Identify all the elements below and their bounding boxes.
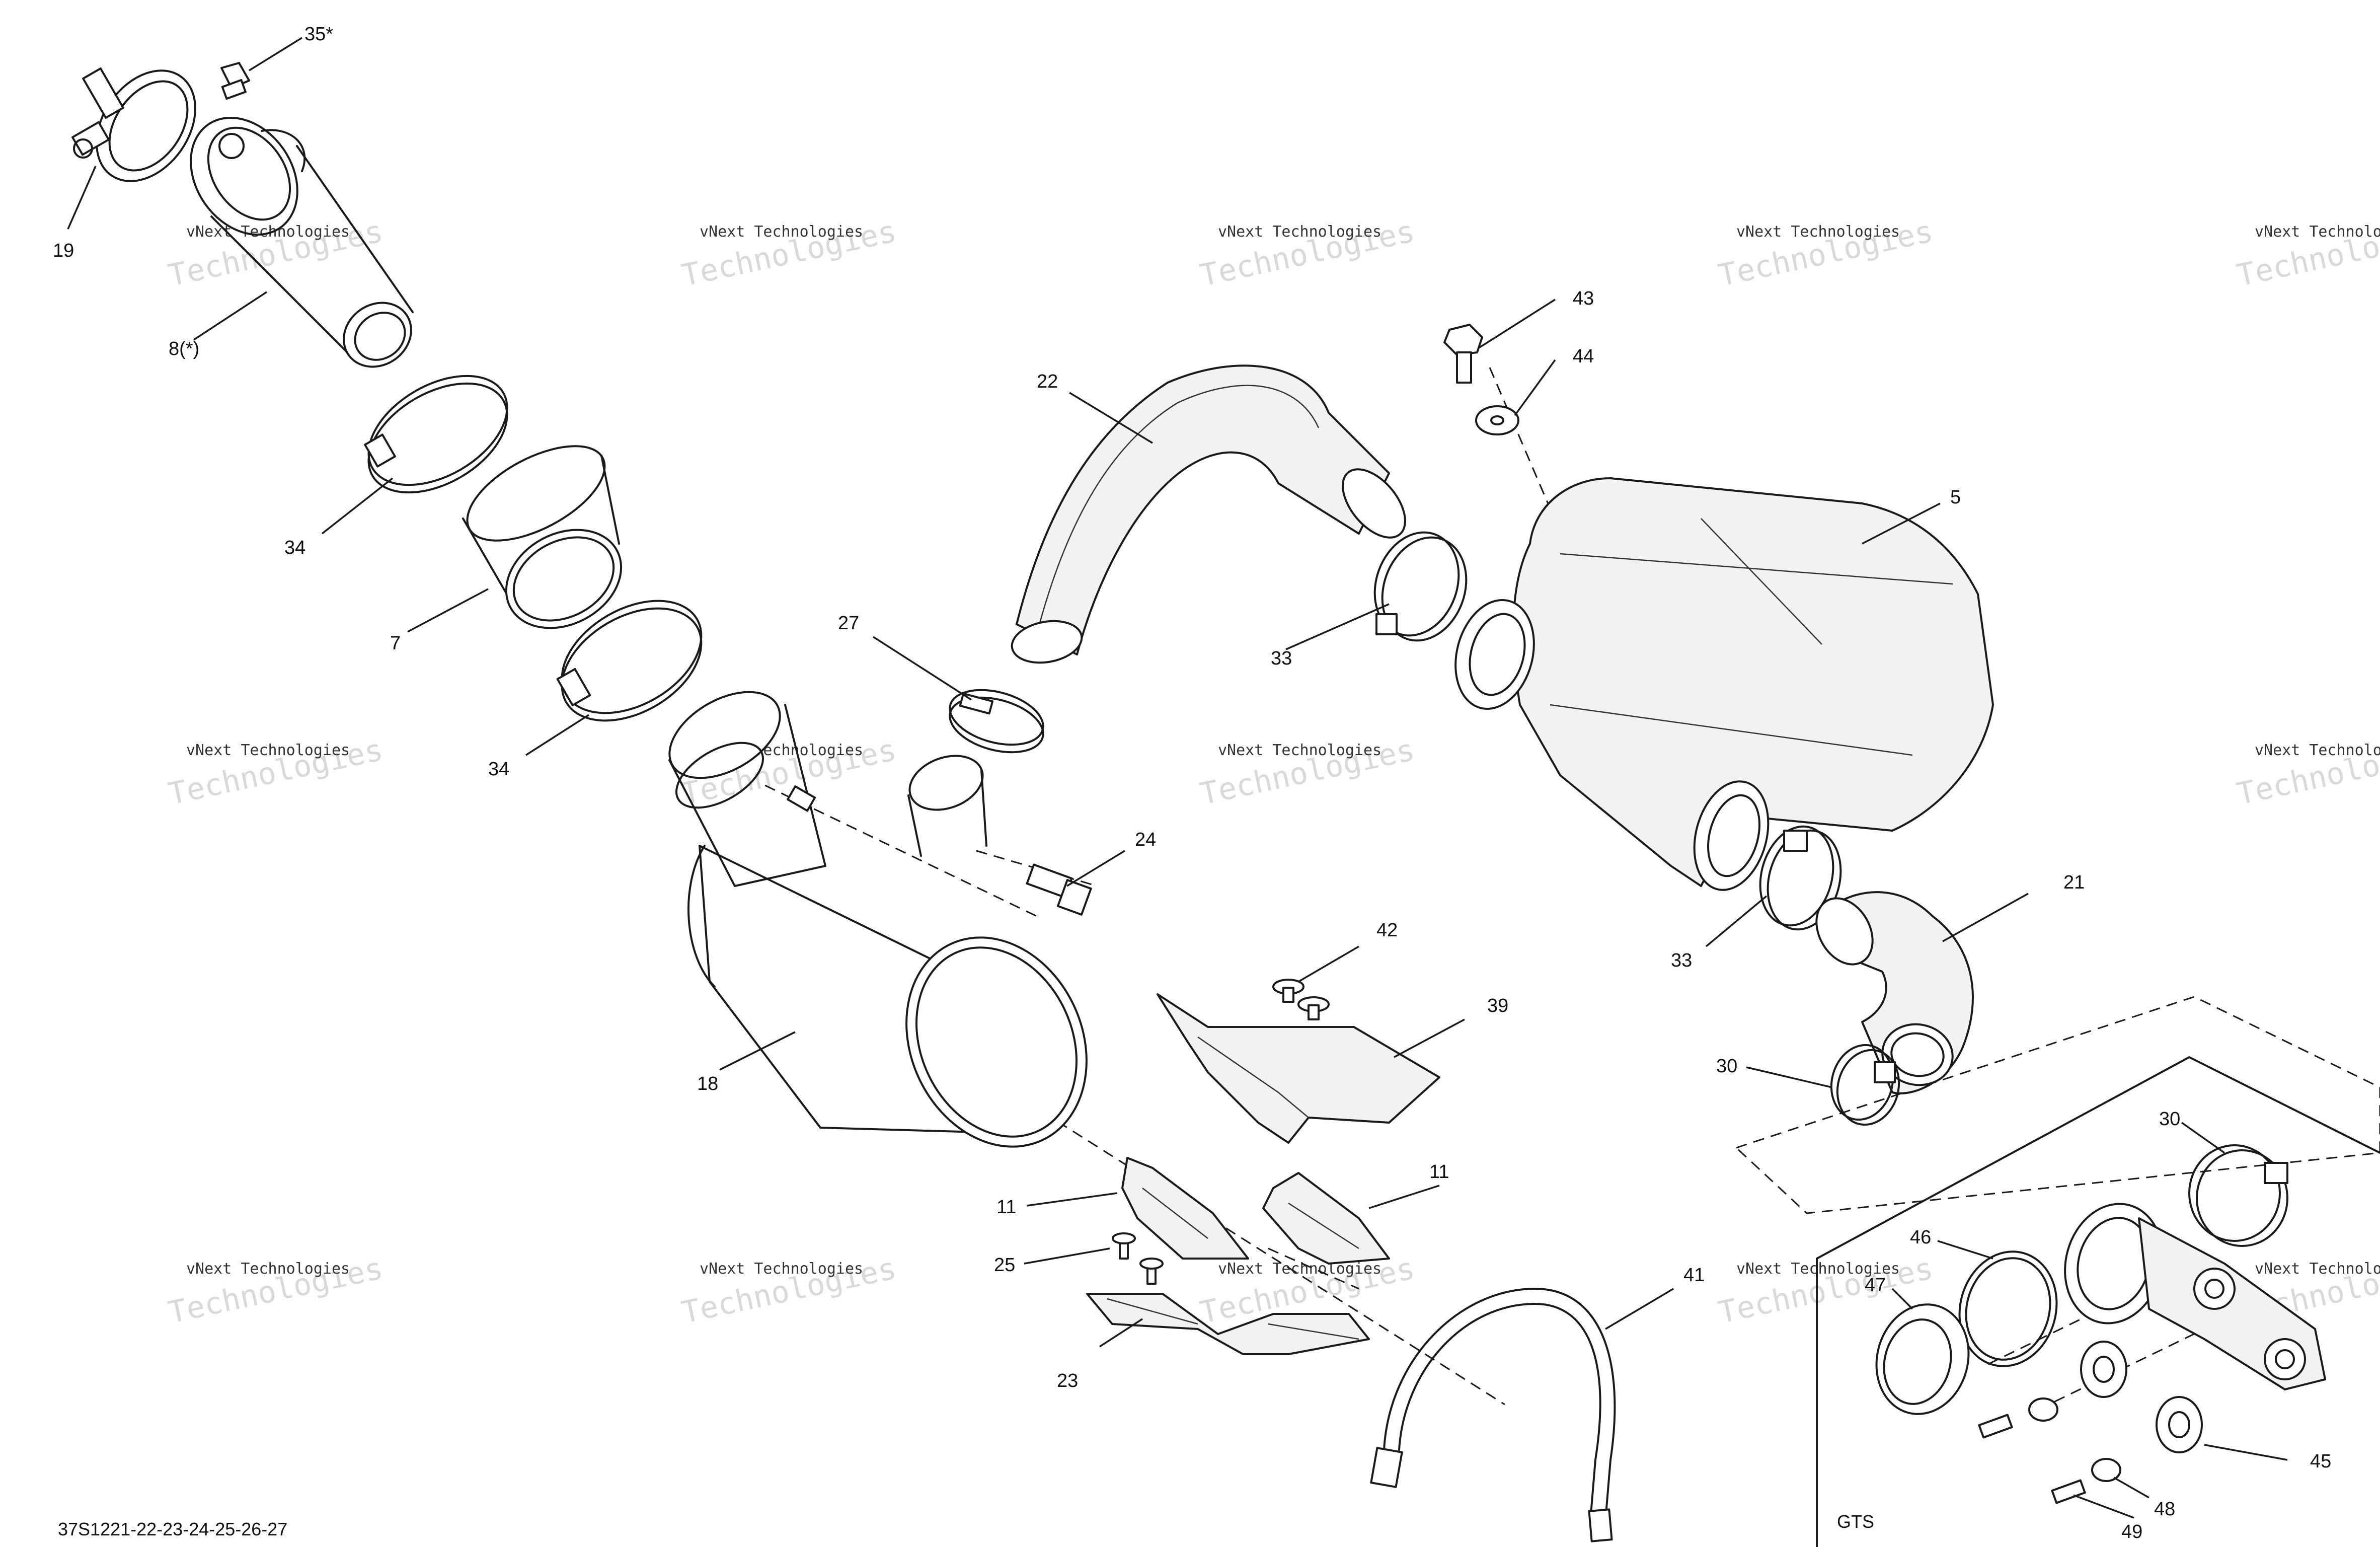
callout-30-right: 30 <box>2159 1109 2180 1130</box>
watermark: Technologies vNext Technologies <box>165 1251 386 1331</box>
callout-45: 45 <box>2310 1451 2331 1472</box>
part-48-washer <box>2028 1397 2121 1482</box>
callout-34-upper: 34 <box>284 537 305 558</box>
callout-11-right: 11 <box>1429 1161 1449 1183</box>
callout-24: 24 <box>1135 829 1156 850</box>
svg-text:vNext Technologies: vNext Technologies <box>1218 1260 1381 1278</box>
callout-25: 25 <box>994 1255 1015 1276</box>
callout-46: 46 <box>1910 1227 1931 1248</box>
callout-labels: 19 35* 8(*) 34 7 34 22 27 24 18 42 39 11… <box>53 24 2331 1542</box>
callout-48: 48 <box>2154 1499 2175 1520</box>
part-33-clamp-upper <box>1373 531 1468 642</box>
svg-text:vNext Technologies: vNext Technologies <box>1736 1260 1900 1278</box>
callout-33-upper: 33 <box>1271 648 1292 669</box>
part-34-clamp-upper <box>364 375 508 494</box>
part-8-front-pipe <box>190 117 414 368</box>
callout-42: 42 <box>1376 920 1398 941</box>
bushing-pair <box>2080 1341 2203 1453</box>
callout-22: 22 <box>1037 371 1058 392</box>
svg-text:vNext Technologies: vNext Technologies <box>186 742 350 759</box>
part-24-sensor <box>1026 863 1092 916</box>
part-44-washer <box>1475 405 1519 435</box>
callout-21: 21 <box>2063 872 2085 893</box>
callout-41: 41 <box>1683 1265 1705 1286</box>
part-30-clamp-left <box>1830 1044 1900 1126</box>
part-11-bracket-right <box>1262 1172 1390 1265</box>
watermark: Technologies vNext Technologies <box>1197 214 1418 294</box>
callout-47: 47 <box>1865 1275 1886 1296</box>
part-23-mounting-plate <box>1086 1293 1370 1355</box>
callout-43: 43 <box>1573 288 1594 309</box>
callout-44: 44 <box>1573 346 1594 367</box>
callout-39: 39 <box>1487 995 1508 1016</box>
part-5-silencer-housing <box>1454 477 1994 891</box>
watermark: Technologies vNext Technologies <box>678 1251 899 1331</box>
part-18-muffler <box>668 691 1088 1148</box>
watermark: Technologies vNext Technologies <box>1197 732 1418 813</box>
callout-19: 19 <box>53 240 74 261</box>
part-46-gasket <box>1958 1250 2058 1367</box>
callout-8: 8(*) <box>169 338 199 359</box>
part-7-sleeve <box>462 445 623 629</box>
part-30-clamp-right <box>2188 1144 2288 1247</box>
watermark: Technologies vNext Technologies <box>678 214 899 294</box>
svg-text:vNext Technologies: vNext Technologies <box>1218 223 1381 241</box>
callout-27: 27 <box>838 613 859 634</box>
callout-23: 23 <box>1057 1370 1078 1391</box>
part-22-bent-pipe <box>1011 364 1406 664</box>
part-33-clamp-lower <box>1759 825 1842 931</box>
svg-text:vNext Technologies: vNext Technologies <box>2255 223 2380 241</box>
watermark: Technologies vNext Technologies <box>2234 214 2380 294</box>
part-39-heat-shield <box>1157 993 1440 1144</box>
part-11-bracket-left <box>1121 1157 1249 1260</box>
svg-text:vNext Technologies: vNext Technologies <box>2255 742 2380 759</box>
part-21-elbow-pipe <box>1815 891 1974 1094</box>
callout-11-left: 11 <box>996 1197 1016 1218</box>
callout-35: 35* <box>304 24 333 45</box>
callout-34-lower: 34 <box>488 759 509 780</box>
variant-label: GTS <box>1837 1511 1874 1532</box>
part-42-push-rivets <box>1272 979 1330 1020</box>
part-45-outlet-assembly <box>2064 1203 2326 1390</box>
callout-7: 7 <box>390 633 401 654</box>
diagram-footer-code: 37S1221-22-23-24-25-26-27 <box>58 1519 287 1539</box>
svg-text:vNext Technologies: vNext Technologies <box>2255 1260 2380 1278</box>
svg-text:vNext Technologies: vNext Technologies <box>700 1260 863 1278</box>
watermark: Technologies vNext Technologies <box>165 732 386 813</box>
svg-text:vNext Technologies: vNext Technologies <box>1736 223 1900 241</box>
part-47-nut <box>1875 1303 1970 1415</box>
svg-text:vNext Technologies: vNext Technologies <box>186 1260 350 1278</box>
part-19-vband-clamp <box>71 67 196 182</box>
watermark: Technologies vNext Technologies <box>1715 214 1936 294</box>
callout-5: 5 <box>1950 487 1961 508</box>
callout-33-lower: 33 <box>1671 950 1692 971</box>
svg-text:vNext Technologies: vNext Technologies <box>186 223 350 241</box>
gts-variant-panel: GTS <box>1735 996 2380 1547</box>
part-41-strap <box>1370 1288 1616 1542</box>
svg-text:vNext Technologies: vNext Technologies <box>1218 742 1381 759</box>
part-25-rivets <box>1112 1232 1164 1285</box>
callout-18: 18 <box>697 1073 718 1094</box>
part-34-clamp-lower <box>556 600 703 722</box>
svg-text:vNext Technologies: vNext Technologies <box>700 223 863 241</box>
assembly-axis-lines <box>764 367 2205 1411</box>
watermark: Technologies vNext Technologies <box>2234 732 2380 813</box>
callout-30-left: 30 <box>1716 1056 1737 1077</box>
part-43-bolt <box>1443 324 1483 384</box>
leader-lines <box>67 37 2288 1519</box>
part-35-plug <box>220 62 250 100</box>
part-49-bolt <box>1978 1414 2086 1504</box>
callout-49: 49 <box>2121 1521 2142 1542</box>
